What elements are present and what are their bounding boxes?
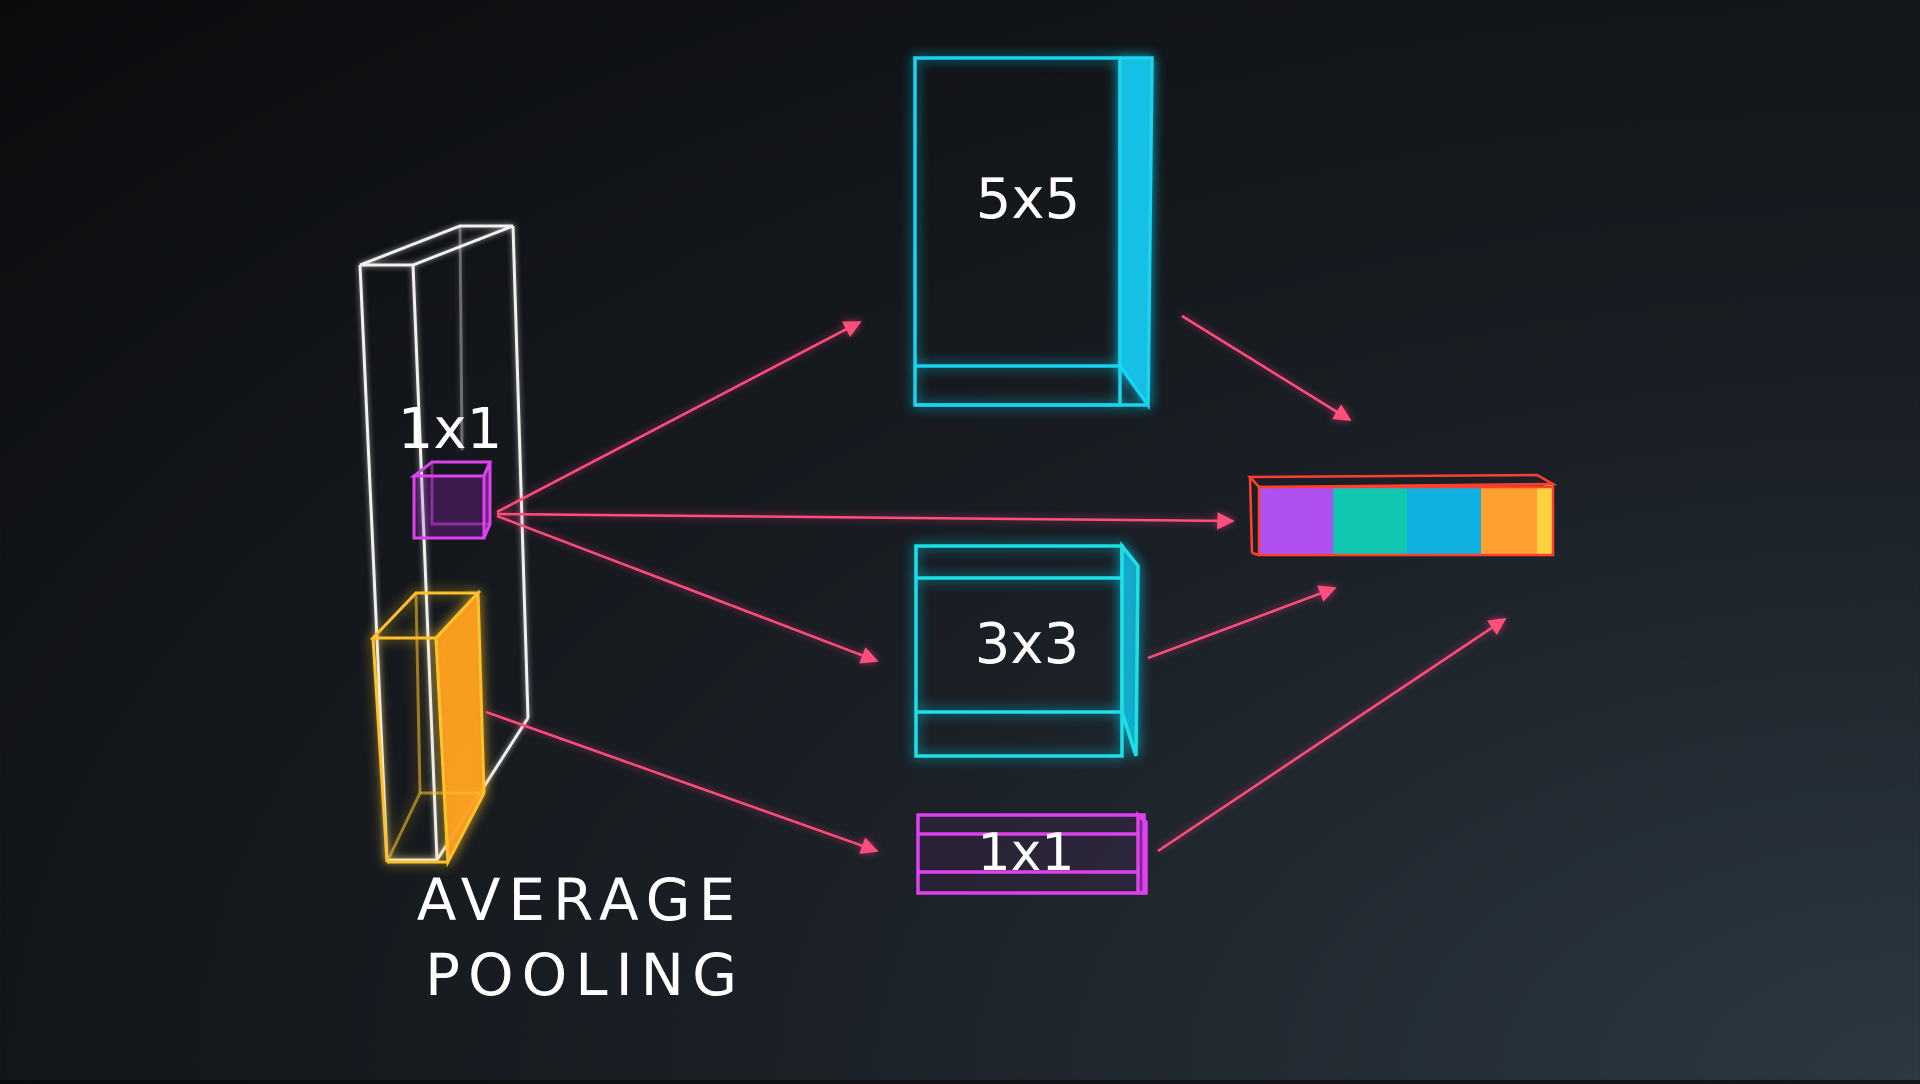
concat-cell-2	[1333, 487, 1407, 555]
branch-5x5-label: 5x5	[976, 167, 1080, 232]
concat-cell-1	[1259, 487, 1333, 555]
pooling-prism	[369, 589, 486, 868]
arrow-5x5-to-concat	[1181, 314, 1352, 422]
input-1x1-label: 1x1	[398, 397, 502, 462]
arrows	[485, 314, 1507, 854]
arrow-1x1-to-concat	[1157, 617, 1507, 853]
concat-cell-4	[1481, 487, 1537, 555]
arrow-input-to-3x3	[496, 514, 879, 664]
arrow-input-to-5x5	[496, 320, 862, 514]
branch-1x1-box	[916, 811, 1148, 895]
branch-3x3-label: 3x3	[975, 612, 1079, 677]
concat-end-face	[1537, 484, 1553, 555]
input-1x1-cube	[409, 460, 493, 540]
concat-cell-3	[1407, 487, 1481, 555]
branch-5x5-box	[913, 56, 1154, 411]
arrow-input-to-concat	[496, 512, 1235, 530]
pooling-label-line1: AVERAGE	[417, 866, 744, 934]
concat-output	[1247, 473, 1558, 557]
pooling-label-line2: POOLING	[425, 941, 745, 1009]
branch-1x1-label: 1x1	[978, 823, 1075, 883]
arrow-3x3-to-concat	[1147, 585, 1337, 660]
branch-3x3-box	[914, 541, 1140, 758]
arrow-pool-to-1x1	[485, 710, 879, 854]
